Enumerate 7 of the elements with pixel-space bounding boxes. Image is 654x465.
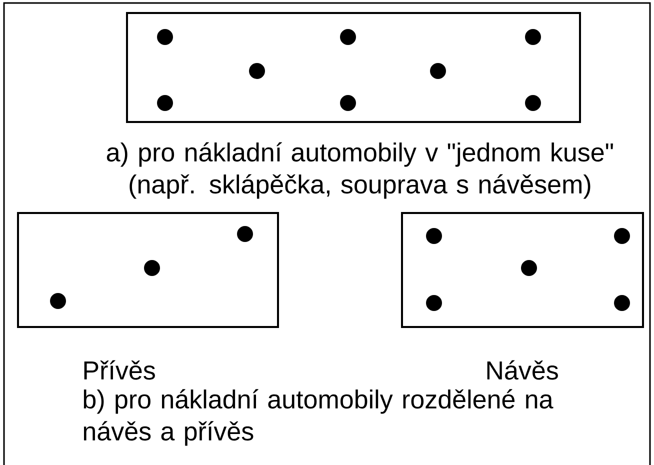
caption: b) pro nákladní automobily rozdělené na návěs a přívěs: [84, 389, 554, 446]
caption: a) pro nákladní automobily v "jednom kuse" (např. sklápěčka, souprava s návěsem): [106, 142, 613, 199]
box-label: Přívěs: [84, 360, 155, 380]
box-label: Návěs: [487, 360, 558, 380]
axle-layout-box: [126, 12, 581, 123]
axle-layout-box: [17, 212, 279, 328]
axle-layout-box: [401, 212, 644, 328]
